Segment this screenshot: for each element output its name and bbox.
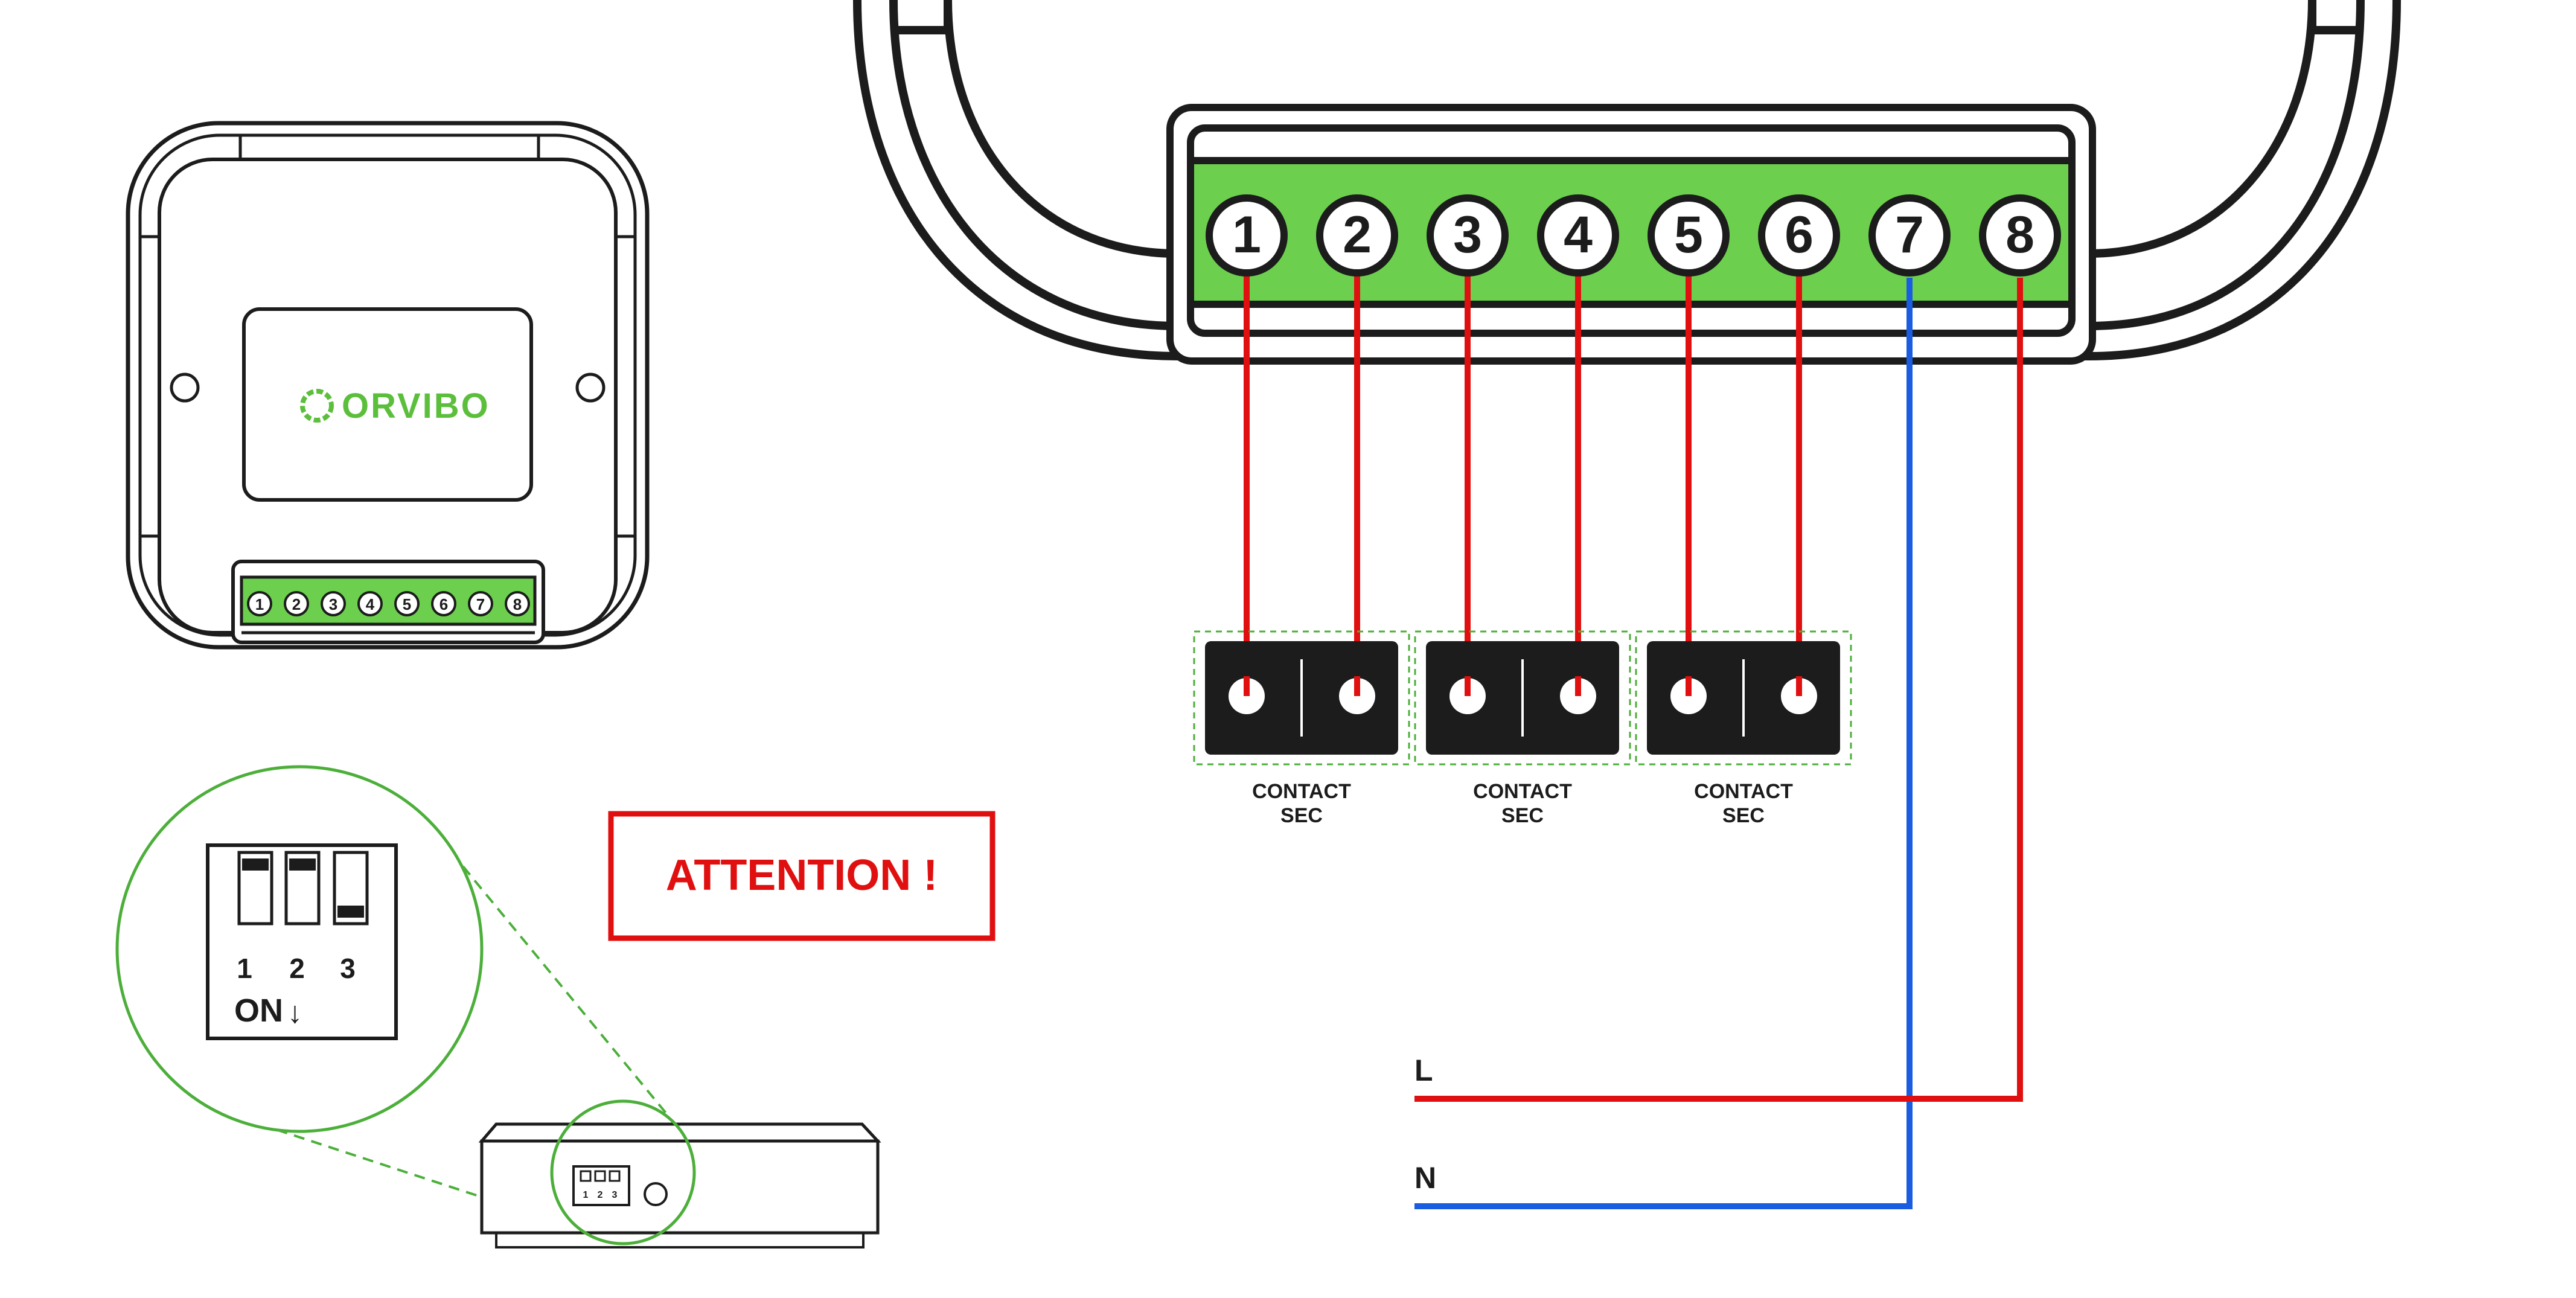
dip-switch-3	[333, 851, 369, 926]
contact-label-line1: CONTACT	[1694, 780, 1793, 803]
contact-label-line1: CONTACT	[1252, 780, 1351, 803]
mini-terminal-number: 8	[513, 595, 522, 613]
mini-terminal-number: 4	[366, 595, 375, 613]
orvibo-logo-icon	[300, 389, 334, 423]
dip-number-1: 1	[237, 953, 252, 984]
attention-text: ATTENTION !	[666, 851, 938, 900]
terminal-6: 6	[1758, 194, 1840, 277]
mini-terminal-number: 6	[439, 595, 448, 613]
terminal-4: 4	[1537, 194, 1619, 277]
mini-terminal-number: 1	[255, 595, 264, 613]
mini-terminal-6: 6	[431, 591, 456, 616]
contact-1: CONTACT SEC	[1193, 630, 1410, 827]
contact-label-line2: SEC	[1280, 804, 1323, 827]
wire-neutral	[1414, 278, 1913, 1209]
screw-hole-left	[170, 372, 200, 403]
wires	[1244, 235, 2023, 1209]
mini-terminal-2: 2	[284, 591, 309, 616]
mini-dip-number: 2	[598, 1190, 603, 1200]
terminal-1: 1	[1206, 194, 1288, 277]
terminal-number: 5	[1674, 206, 1703, 264]
label-plate	[242, 307, 533, 502]
zoom-circle	[550, 1099, 696, 1245]
mini-terminal-5: 5	[394, 591, 420, 616]
terminal-circles: 1 2 3 4 5 6 7 8	[1206, 194, 2061, 277]
screw-hole-right	[575, 372, 606, 403]
contact-label-line1: CONTACT	[1473, 780, 1572, 803]
mini-dip-switch: 1 2 3	[572, 1165, 630, 1206]
mini-terminal-1: 1	[247, 591, 272, 616]
brand-name: ORVIBO	[342, 386, 490, 426]
terminal-number: 3	[1453, 206, 1482, 264]
mini-terminal-number: 7	[476, 595, 485, 613]
device-side-view: 1 2 3	[478, 1099, 881, 1248]
terminal-number: 6	[1785, 206, 1814, 264]
terminal-2: 2	[1316, 194, 1398, 277]
dip-number-2: 2	[289, 953, 305, 984]
down-arrow-icon: ↓	[287, 996, 302, 1029]
neutral-label: N	[1414, 1161, 1436, 1195]
mini-terminal-number: 3	[329, 595, 337, 613]
dip-switch-detail: 1 2 3 ON ↓	[115, 765, 671, 1230]
dip-switch-1	[237, 851, 273, 926]
mini-terminal-number: 2	[292, 595, 301, 613]
terminal-number: 4	[1564, 206, 1593, 264]
mini-dip-number: 3	[612, 1190, 618, 1200]
wire-live	[1414, 278, 2023, 1102]
terminal-number: 1	[1232, 206, 1261, 264]
orvibo-device: ORVIBO 1 2 3 4 5 6 7 8	[126, 121, 650, 650]
contact-label-line2: SEC	[1501, 804, 1544, 827]
live-label: L	[1414, 1053, 1433, 1087]
terminal-7: 7	[1868, 194, 1951, 277]
mini-terminal-3: 3	[321, 591, 346, 616]
dip-switch-2	[284, 851, 321, 926]
terminal-number: 2	[1343, 206, 1372, 264]
mini-terminal-4: 4	[357, 591, 383, 616]
contact-3: CONTACT SEC	[1635, 630, 1852, 827]
terminal-3: 3	[1427, 194, 1509, 277]
attention-box: ATTENTION !	[608, 811, 996, 941]
dip-on-label: ON	[234, 993, 283, 1029]
mini-dip-number: 1	[583, 1190, 589, 1200]
contact-2: CONTACT SEC	[1414, 630, 1631, 827]
reset-button	[644, 1182, 668, 1206]
mini-terminal-8: 8	[505, 591, 530, 616]
terminal-8: 8	[1979, 194, 2061, 277]
mini-terminal-number: 5	[403, 595, 411, 613]
dip-number-3: 3	[340, 953, 356, 984]
terminal-block	[1166, 104, 2096, 365]
terminal-number: 8	[2006, 206, 2034, 264]
contact-label-line2: SEC	[1722, 804, 1765, 827]
mini-terminal-7: 7	[468, 591, 493, 616]
terminal-5: 5	[1648, 194, 1730, 277]
terminal-number: 7	[1895, 206, 1924, 264]
